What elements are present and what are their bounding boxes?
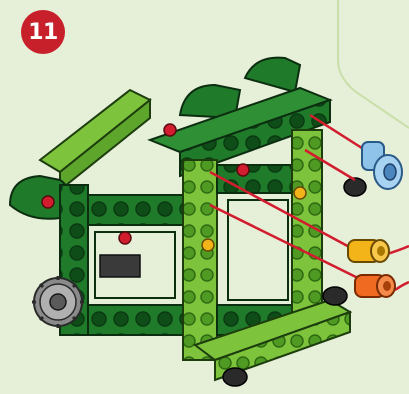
back-light-beam (40, 90, 150, 190)
step-number: 11 (28, 20, 58, 45)
right-frame (217, 130, 322, 335)
middle-light-beam (183, 160, 217, 360)
blue-connector-icon (362, 142, 402, 189)
step-number-badge: 11 (21, 10, 65, 54)
yellow-connector-icon (348, 240, 389, 262)
orange-connector-icon (355, 275, 395, 297)
